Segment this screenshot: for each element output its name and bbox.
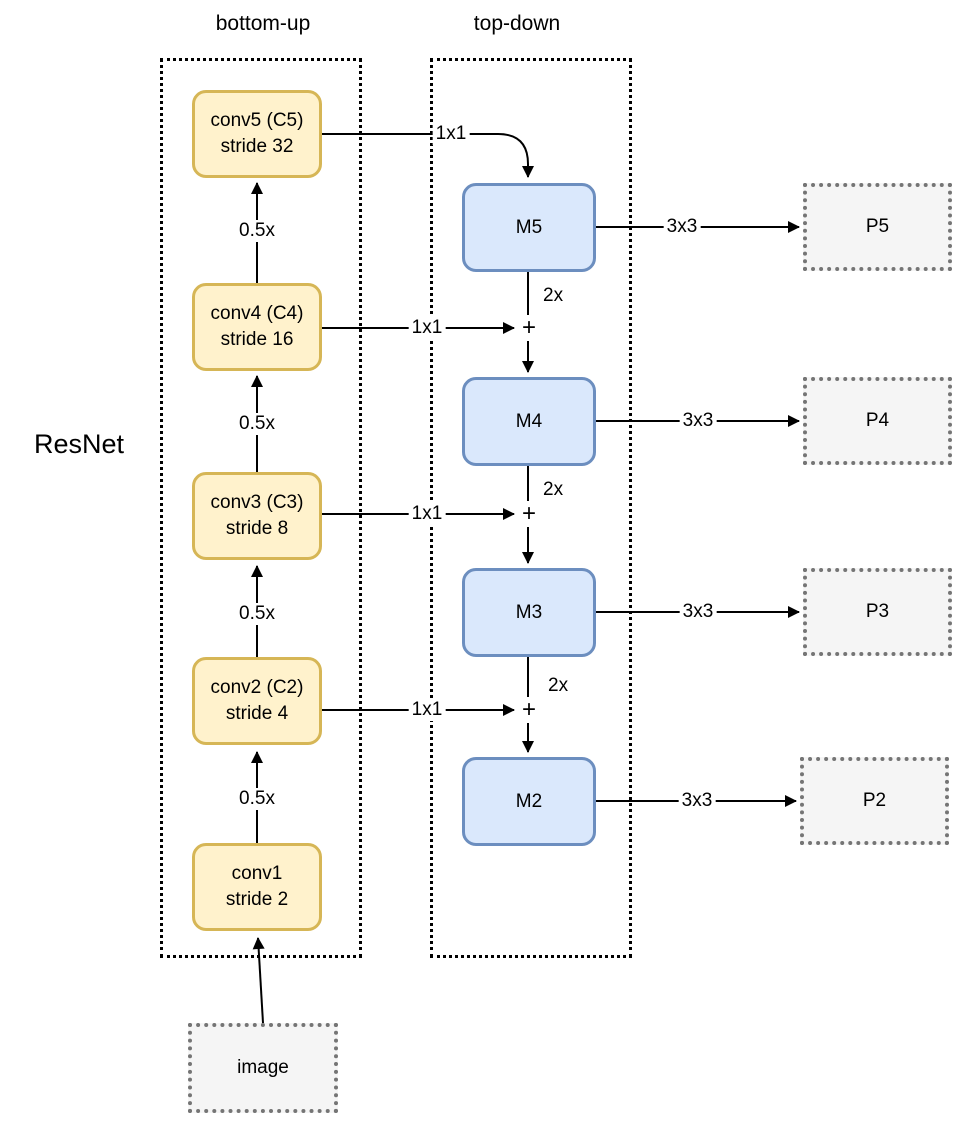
bottom-up-label: bottom-up [215,12,311,35]
lateral-label-2: 1x1 [408,317,446,339]
conv2-block: conv2 (C2) stride 4 [192,657,322,745]
conv5-stride: stride 32 [220,136,294,157]
lateral-label-1: 1x1 [432,123,470,145]
p2-label: P2 [862,790,887,812]
merge-plus-2: + [521,500,537,527]
m3-block: M3 [462,568,596,657]
m4-block: M4 [462,377,596,466]
downsample-label-4: 0.5x [236,788,278,810]
output-conv-label-2: 3x3 [679,410,717,432]
p2-block: P2 [800,757,949,845]
conv1-block: conv1 stride 2 [192,843,322,931]
m5-label: M5 [515,216,543,238]
conv2-stride: stride 4 [225,703,289,724]
top-down-label: top-down [473,12,561,35]
upsample-label-2: 2x [543,479,564,500]
lateral-label-3: 1x1 [408,503,446,525]
m2-label: M2 [515,790,543,812]
conv3-name: conv3 (C3) [210,492,304,514]
downsample-label-3: 0.5x [236,603,278,625]
upsample-label-1: 2x [543,285,564,306]
p3-label: P3 [865,601,890,623]
conv5-name: conv5 (C5) [210,110,304,132]
downsample-label-2: 0.5x [236,413,278,435]
conv5-block: conv5 (C5) stride 32 [192,90,322,178]
p5-label: P5 [865,216,890,238]
conv4-name: conv4 (C4) [210,303,304,325]
m2-block: M2 [462,757,596,846]
m4-label: M4 [515,410,543,432]
conv4-block: conv4 (C4) stride 16 [192,283,322,371]
conv3-stride: stride 8 [225,518,289,539]
conv2-name: conv2 (C2) [210,677,304,699]
bottom-up-group-box [160,58,362,958]
image-label: image [237,1057,289,1079]
downsample-label-1: 0.5x [236,220,278,242]
conv3-block: conv3 (C3) stride 8 [192,472,322,560]
output-conv-label-1: 3x3 [663,216,701,238]
conv4-stride: stride 16 [220,329,294,350]
image-block: image [188,1023,338,1113]
p4-label: P4 [865,410,890,432]
upsample-label-3: 2x [548,675,569,696]
p4-block: P4 [803,377,952,465]
merge-plus-3: + [521,696,537,723]
m5-block: M5 [462,183,596,272]
resnet-label: ResNet [34,429,125,459]
m3-label: M3 [515,601,543,623]
p5-block: P5 [803,183,952,271]
conv1-stride: stride 2 [225,889,289,910]
output-conv-label-4: 3x3 [678,790,716,812]
conv1-name: conv1 [231,863,283,885]
output-conv-label-3: 3x3 [679,601,717,623]
p3-block: P3 [803,568,952,656]
merge-plus-1: + [521,314,537,341]
lateral-label-4: 1x1 [408,699,446,721]
